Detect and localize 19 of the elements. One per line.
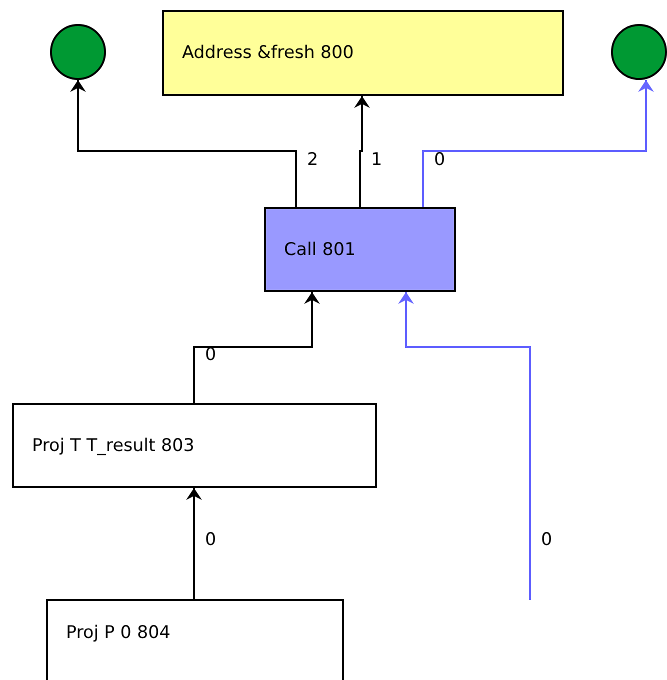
node-box (12, 403, 377, 488)
edge-label: 0 (434, 150, 446, 170)
arrow (193, 292, 320, 403)
node-label: Proj P 0 804 (66, 623, 170, 643)
arrow (422, 80, 654, 207)
node-label: Call 801 (284, 240, 356, 260)
node-box (162, 10, 564, 96)
node-box (264, 207, 456, 292)
arrow (186, 488, 202, 599)
node-label: Proj T T_result 803 (32, 436, 194, 456)
edge-label: 0 (205, 530, 216, 550)
arrow (398, 292, 531, 600)
edge-label: 2 (307, 150, 318, 170)
edge-label: 0 (541, 530, 552, 550)
arrow (70, 80, 297, 207)
node-label: Address &fresh 800 (182, 43, 354, 63)
arrow (354, 96, 370, 207)
edge-label: 1 (371, 150, 382, 170)
node-box (46, 599, 344, 680)
